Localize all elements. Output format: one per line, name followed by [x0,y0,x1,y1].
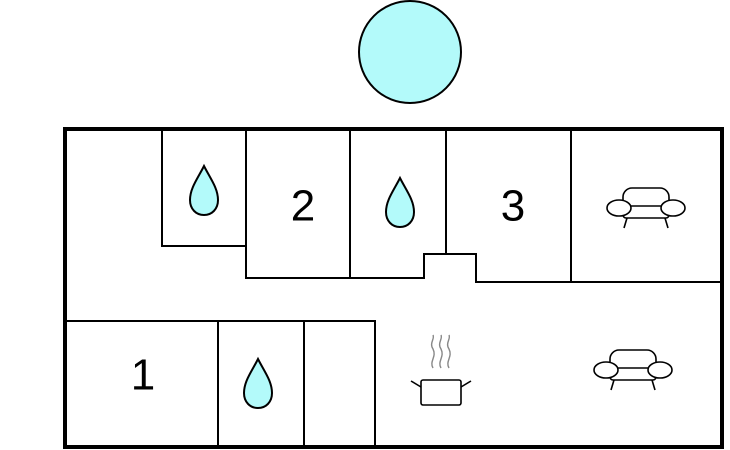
pool-icon [358,0,462,104]
bathroom-icon [188,163,220,217]
living-room-icon [606,187,686,229]
bathroom-icon [384,175,416,229]
living-room-icon [593,349,673,391]
interior-walls [64,128,723,448]
bathroom-icon [242,356,274,410]
kitchen-icon [410,334,472,406]
room-label-3: 3 [501,182,525,231]
room-label-1: 1 [131,351,155,400]
room-label-2: 2 [291,182,315,231]
outer-wall [63,127,724,449]
